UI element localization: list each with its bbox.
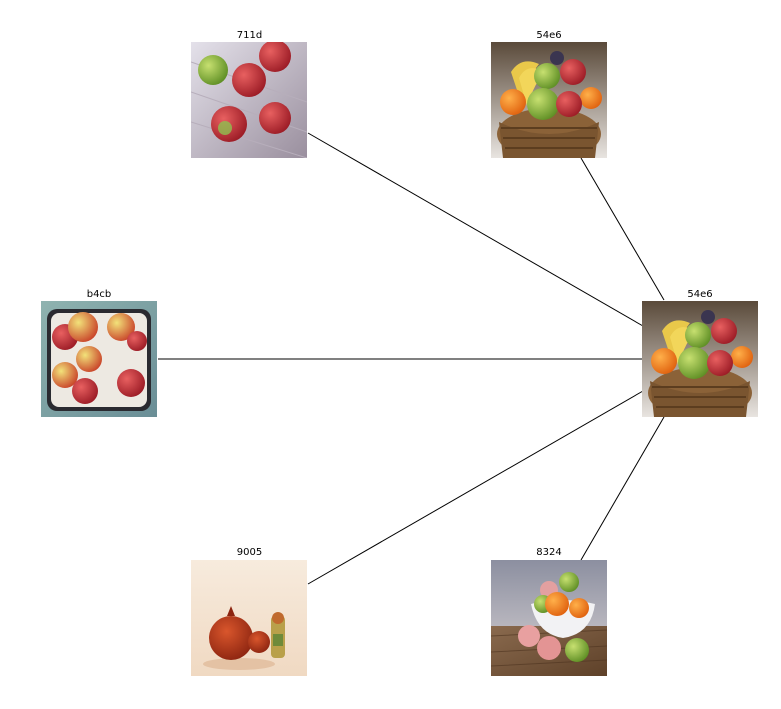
node-label: 9005 — [237, 547, 262, 558]
edge-711d-to-hub — [307, 132, 644, 327]
edge-9005-to-hub — [307, 390, 644, 585]
apples-on-table-thumbnail — [191, 42, 307, 158]
edge-54e6-to-hub — [580, 157, 665, 301]
node-8324[interactable]: 8324 — [491, 547, 607, 676]
node-54e6-top[interactable]: 54e6 — [491, 30, 607, 160]
fruit-basket-thumbnail — [491, 42, 607, 158]
edge-8324-to-hub — [580, 416, 665, 561]
node-label: b4cb — [87, 289, 112, 300]
node-label: 711d — [237, 30, 262, 41]
apples-in-tray-thumbnail — [41, 301, 157, 417]
node-9005[interactable]: 9005 — [191, 547, 307, 676]
pomegranate-thumbnail — [191, 560, 307, 676]
node-711d[interactable]: 711d — [191, 30, 307, 158]
node-label: 54e6 — [536, 30, 561, 41]
node-hub-54e6[interactable]: 54e6 — [642, 289, 758, 419]
node-b4cb[interactable]: b4cb — [41, 289, 157, 417]
node-label: 54e6 — [687, 289, 712, 300]
edge-layer — [158, 132, 665, 585]
node-label: 8324 — [536, 547, 561, 558]
fruit-bowl-thumbnail — [491, 560, 607, 676]
fruit-basket-thumbnail — [642, 301, 758, 417]
